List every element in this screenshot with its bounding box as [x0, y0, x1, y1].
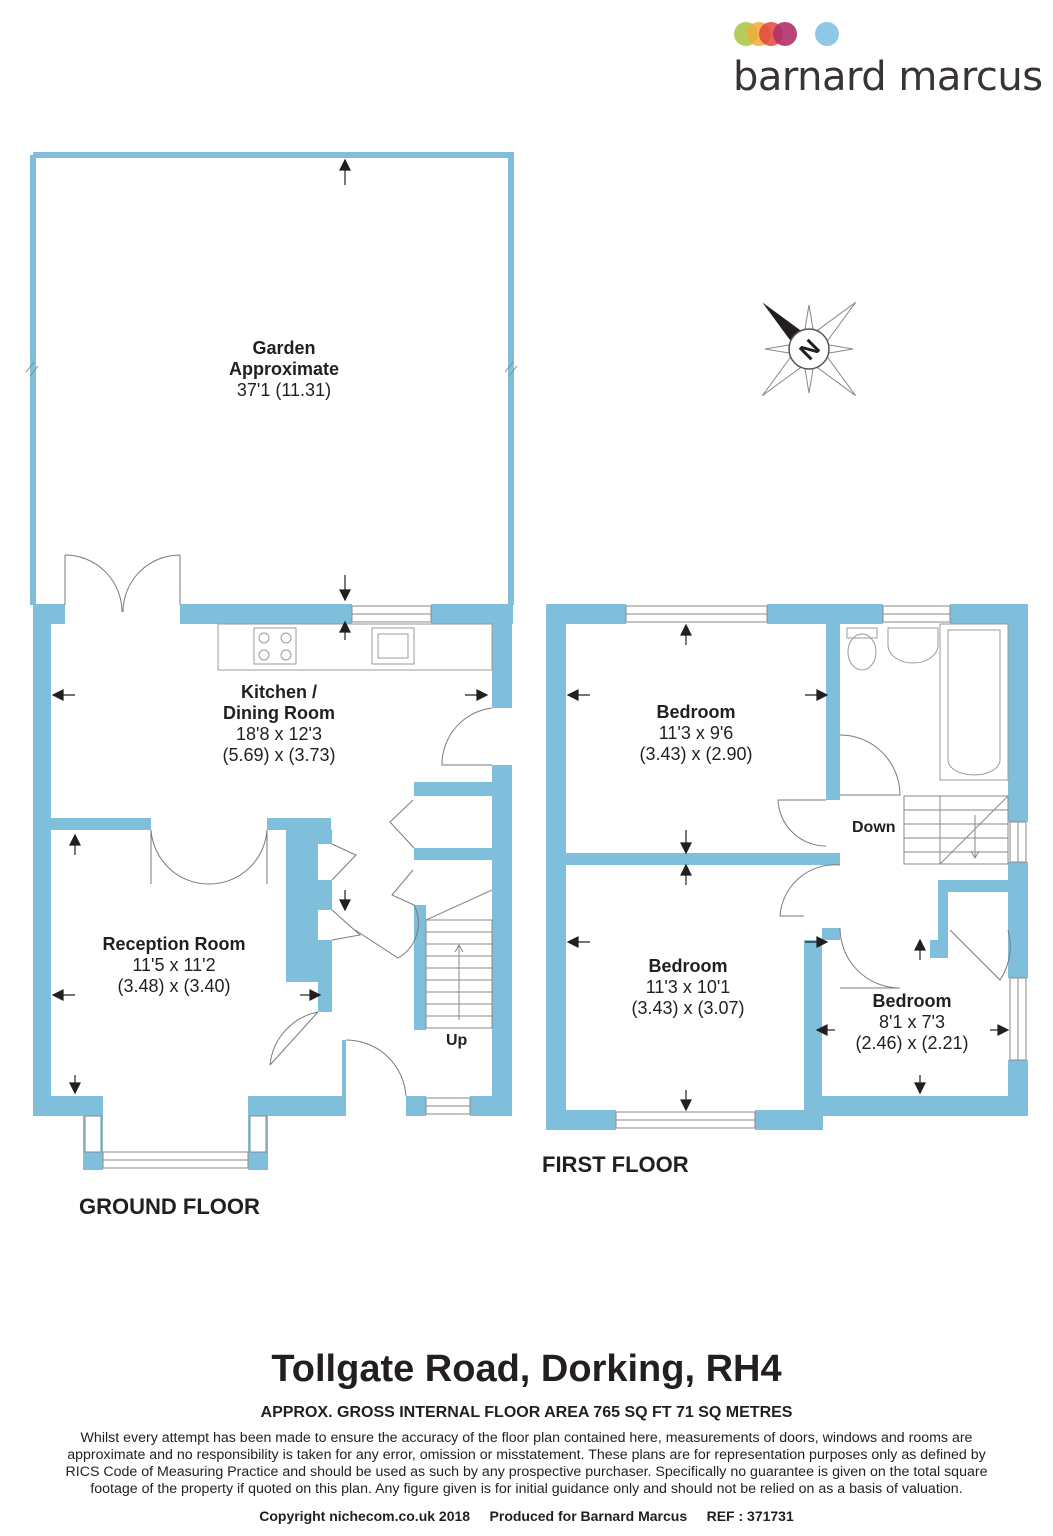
- garden-outline: [33, 152, 514, 605]
- ground-floor-label: GROUND FLOOR: [79, 1194, 260, 1219]
- room-reception: Reception Room 11'5 x 11'2 (3.48) x (3.4…: [74, 934, 274, 997]
- disclaimer-line: footage of the property if quoted on thi…: [90, 1481, 963, 1497]
- room-bedroom-3: Bedroom 8'1 x 7'3 (2.46) x (2.21): [832, 991, 992, 1054]
- kitchen-size-imperial: 18'8 x 12'3: [236, 724, 322, 744]
- bedroom-1-size-metric: (3.43) x (2.90): [639, 744, 753, 764]
- garden-name-1: Garden: [252, 338, 316, 358]
- floor-plan: N: [25, 152, 1028, 1170]
- brand-logo-text: barnard marcus: [733, 54, 1043, 100]
- kitchen-name-1: Kitchen /: [240, 682, 317, 702]
- stairs-down-label: Down: [852, 819, 896, 836]
- room-bedroom-1: Bedroom 11'3 x 9'6 (3.43) x (2.90): [596, 702, 796, 765]
- bedroom-1-size-imperial: 11'3 x 9'6: [658, 723, 734, 743]
- reference: REF : 371731: [706, 1508, 794, 1524]
- copyright: Copyright nichecom.co.uk 2018: [259, 1508, 471, 1524]
- bedroom-3-size-metric: (2.46) x (2.21): [855, 1033, 969, 1053]
- floor-area: APPROX. GROSS INTERNAL FLOOR AREA 765 SQ…: [260, 1404, 793, 1421]
- bedroom-2-name: Bedroom: [648, 956, 728, 976]
- property-title: Tollgate Road, Dorking, RH4: [271, 1348, 782, 1390]
- room-kitchen: Kitchen / Dining Room 18'8 x 12'3 (5.69)…: [179, 682, 379, 766]
- garden-size: 37'1 (11.31): [236, 380, 332, 400]
- reception-size-metric: (3.48) x (3.40): [117, 976, 231, 996]
- garden-name-2: Approximate: [228, 359, 340, 379]
- bedroom-3-size-imperial: 8'1 x 7'3: [879, 1012, 945, 1032]
- footer-credits: Copyright nichecom.co.uk 2018 Produced f…: [0, 1508, 1053, 1524]
- bedroom-2-size-imperial: 11'3 x 10'1: [645, 977, 731, 997]
- walls: [33, 604, 1028, 1170]
- stairs-up-label: Up: [446, 1032, 468, 1049]
- bedroom-2-size-metric: (3.43) x (3.07): [631, 998, 745, 1018]
- disclaimer-line: approximate and no responsibility is tak…: [67, 1447, 986, 1463]
- kitchen-size-metric: (5.69) x (3.73): [222, 745, 336, 765]
- disclaimer-line: Whilst every attempt has been made to en…: [80, 1430, 973, 1446]
- bedroom-3-name: Bedroom: [872, 991, 952, 1011]
- compass-rose-icon: [761, 301, 857, 397]
- produced-for: Produced for Barnard Marcus: [489, 1508, 688, 1524]
- room-bedroom-2: Bedroom 11'3 x 10'1 (3.43) x (3.07): [588, 956, 788, 1019]
- disclaimer-line: RICS Code of Measuring Practice and shou…: [65, 1464, 988, 1480]
- reception-name: Reception Room: [102, 934, 246, 954]
- kitchen-name-2: Dining Room: [223, 703, 335, 723]
- room-garden: Garden Approximate 37'1 (11.31): [184, 338, 384, 401]
- first-floor-label: FIRST FLOOR: [542, 1152, 689, 1177]
- disclaimer: Whilst every attempt has been made to en…: [10, 1430, 1043, 1498]
- brand-logo-dots: [734, 22, 839, 46]
- reception-size-imperial: 11'5 x 11'2: [132, 955, 216, 975]
- bedroom-1-name: Bedroom: [656, 702, 736, 722]
